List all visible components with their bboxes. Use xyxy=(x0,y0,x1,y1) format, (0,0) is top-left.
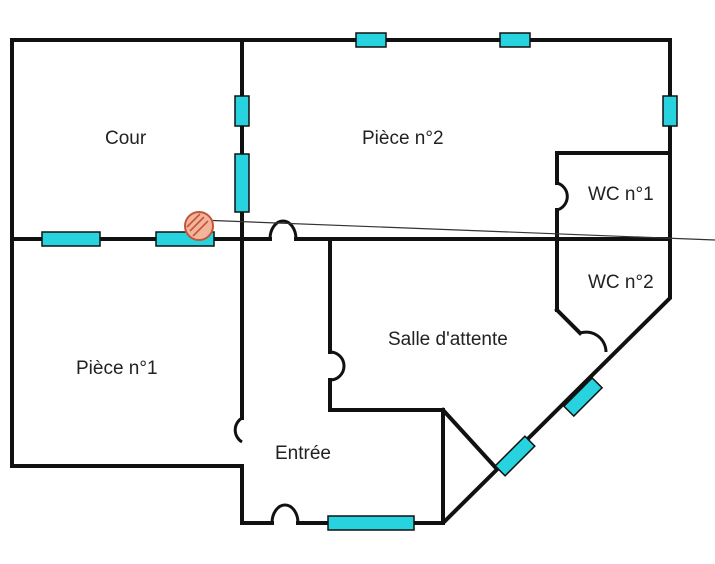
door-entree xyxy=(270,503,300,524)
door-wc2 xyxy=(579,330,608,353)
exterior-wall xyxy=(10,38,672,525)
entree-west-wall xyxy=(240,464,274,525)
window-horizontal-1 xyxy=(41,231,101,247)
marker-hatching xyxy=(186,213,209,237)
door-wc1 xyxy=(556,181,569,212)
door-piece1 xyxy=(233,416,243,444)
diagonal-partition xyxy=(440,407,499,471)
windows xyxy=(41,32,678,531)
room-label-salle: Salle d'attente xyxy=(388,329,508,350)
doors xyxy=(233,181,608,524)
window-diagonal-2 xyxy=(494,435,536,477)
window-entree-south xyxy=(327,515,415,531)
location-marker xyxy=(184,211,214,241)
window-top-2 xyxy=(499,32,531,48)
room-label-piece1: Pièce n°1 xyxy=(76,358,158,379)
sight-line xyxy=(199,219,715,241)
window-partition-1 xyxy=(234,95,250,127)
walls xyxy=(10,38,672,525)
wc2-diagonal-wall xyxy=(554,307,583,336)
door-piece2 xyxy=(268,219,298,240)
window-east xyxy=(662,95,678,127)
room-label-wc2: WC n°2 xyxy=(588,272,654,293)
wc-wall xyxy=(555,151,672,185)
window-top-1 xyxy=(355,32,387,48)
room-label-cour: Cour xyxy=(105,128,147,149)
window-partition-2 xyxy=(234,153,250,213)
room-label-piece2: Pièce n°2 xyxy=(362,128,444,149)
window-diagonal-1 xyxy=(562,376,604,418)
door-salle xyxy=(329,350,346,382)
room-label-entree: Entrée xyxy=(275,443,331,464)
salle-south-wall xyxy=(328,378,445,525)
room-label-wc1: WC n°1 xyxy=(588,184,654,205)
